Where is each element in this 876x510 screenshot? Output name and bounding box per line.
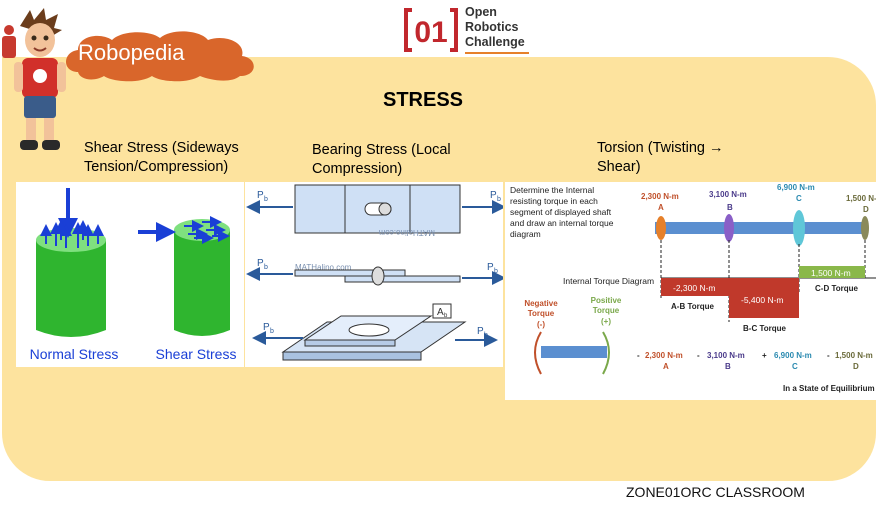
svg-text:3,100 N-m: 3,100 N-m — [707, 351, 745, 360]
svg-text:C: C — [792, 362, 798, 371]
svg-text:P: P — [263, 322, 270, 333]
svg-text:b: b — [264, 196, 268, 203]
svg-text:P: P — [490, 190, 497, 201]
svg-text:6,900 N-m: 6,900 N-m — [774, 351, 812, 360]
svg-text:+: + — [762, 351, 767, 360]
logo-underline — [465, 52, 529, 54]
svg-text:3,100 N-m: 3,100 N-m — [709, 190, 747, 199]
torsion-prompt: Determine the Internal resisting torque … — [510, 185, 614, 239]
svg-text:P: P — [257, 190, 264, 201]
svg-text:In a State of Equilibrium: In a State of Equilibrium — [783, 384, 875, 393]
svg-text:Determine the Internal: Determine the Internal — [510, 185, 594, 195]
svg-text:1,500 N-m: 1,500 N-m — [835, 351, 873, 360]
svg-text:Torque: Torque — [528, 309, 555, 318]
svg-text:-: - — [827, 351, 830, 360]
svg-text:-: - — [637, 351, 640, 360]
svg-text:b: b — [264, 264, 268, 271]
bearing-stress-heading: Bearing Stress (Local Compression) — [312, 141, 451, 179]
bearing-stress-figure: P b P b MATHalino.com MATHalino.com P b … — [245, 182, 503, 367]
svg-text:Positive: Positive — [591, 296, 622, 305]
svg-text:A-B Torque: A-B Torque — [671, 302, 715, 311]
svg-text:C: C — [796, 194, 802, 203]
normal-stress-label: Normal Stress — [30, 346, 119, 362]
svg-text:A: A — [658, 203, 664, 212]
logo-mark-icon: 01 — [404, 8, 458, 52]
svg-text:b: b — [270, 328, 274, 335]
svg-text:A: A — [663, 362, 669, 371]
svg-text:B: B — [725, 362, 731, 371]
torsion-heading: Torsion (Twisting → Shear) — [597, 139, 724, 177]
torsion-figure: Determine the Internal resisting torque … — [505, 182, 876, 400]
brand-name: Robopedia — [78, 40, 184, 66]
svg-text:resisting torque in each: resisting torque in each — [510, 196, 598, 206]
svg-text:and draw an internal torque: and draw an internal torque — [510, 218, 614, 228]
svg-text:2,300 N-m: 2,300 N-m — [641, 192, 679, 201]
svg-text:P: P — [257, 258, 264, 269]
logo-wordmark: Open Robotics Challenge — [465, 5, 525, 50]
mascot-robot-boy-icon — [0, 6, 70, 158]
svg-text:D: D — [853, 362, 859, 371]
svg-text:b: b — [497, 196, 501, 203]
svg-text:A: A — [437, 307, 444, 318]
svg-text:1,500 N-m: 1,500 N-m — [811, 268, 851, 278]
shear-stress-figure: Normal Stress Shear Stress — [16, 182, 244, 367]
svg-text:(+): (+) — [601, 317, 611, 326]
svg-text:Negative: Negative — [524, 299, 558, 308]
watermark: MATHalino.com — [378, 228, 435, 237]
svg-text:Internal Torque Diagram: Internal Torque Diagram — [563, 276, 654, 286]
svg-text:D: D — [863, 205, 869, 214]
svg-text:B: B — [727, 203, 733, 212]
svg-text:-: - — [697, 351, 700, 360]
svg-text:(-): (-) — [537, 320, 545, 329]
svg-text:segment of displayed shaft: segment of displayed shaft — [510, 207, 612, 217]
shear-stress-heading: Shear Stress (Sideways Tension/Compressi… — [84, 139, 239, 177]
page-title: STRESS — [0, 89, 846, 112]
svg-text:6,900 N-m: 6,900 N-m — [777, 183, 815, 192]
sample-shaft — [541, 346, 607, 358]
svg-text:-5,400 N-m: -5,400 N-m — [741, 295, 784, 305]
svg-text:Torque: Torque — [593, 306, 620, 315]
svg-text:b: b — [494, 268, 498, 275]
svg-text:P: P — [477, 326, 484, 337]
svg-text:B-C Torque: B-C Torque — [743, 324, 787, 333]
svg-text:1,500 N-m: 1,500 N-m — [846, 194, 876, 203]
svg-text:01: 01 — [414, 16, 447, 49]
svg-text:2,300 N-m: 2,300 N-m — [645, 351, 683, 360]
svg-text:-2,300 N-m: -2,300 N-m — [673, 283, 716, 293]
svg-text:P: P — [487, 262, 494, 273]
footer-label: ZONE01ORC CLASSROOM — [626, 484, 805, 500]
svg-text:diagram: diagram — [510, 229, 541, 239]
svg-text:b: b — [484, 332, 488, 339]
shear-stress-label: Shear Stress — [156, 346, 237, 362]
svg-text:C-D Torque: C-D Torque — [815, 284, 859, 293]
